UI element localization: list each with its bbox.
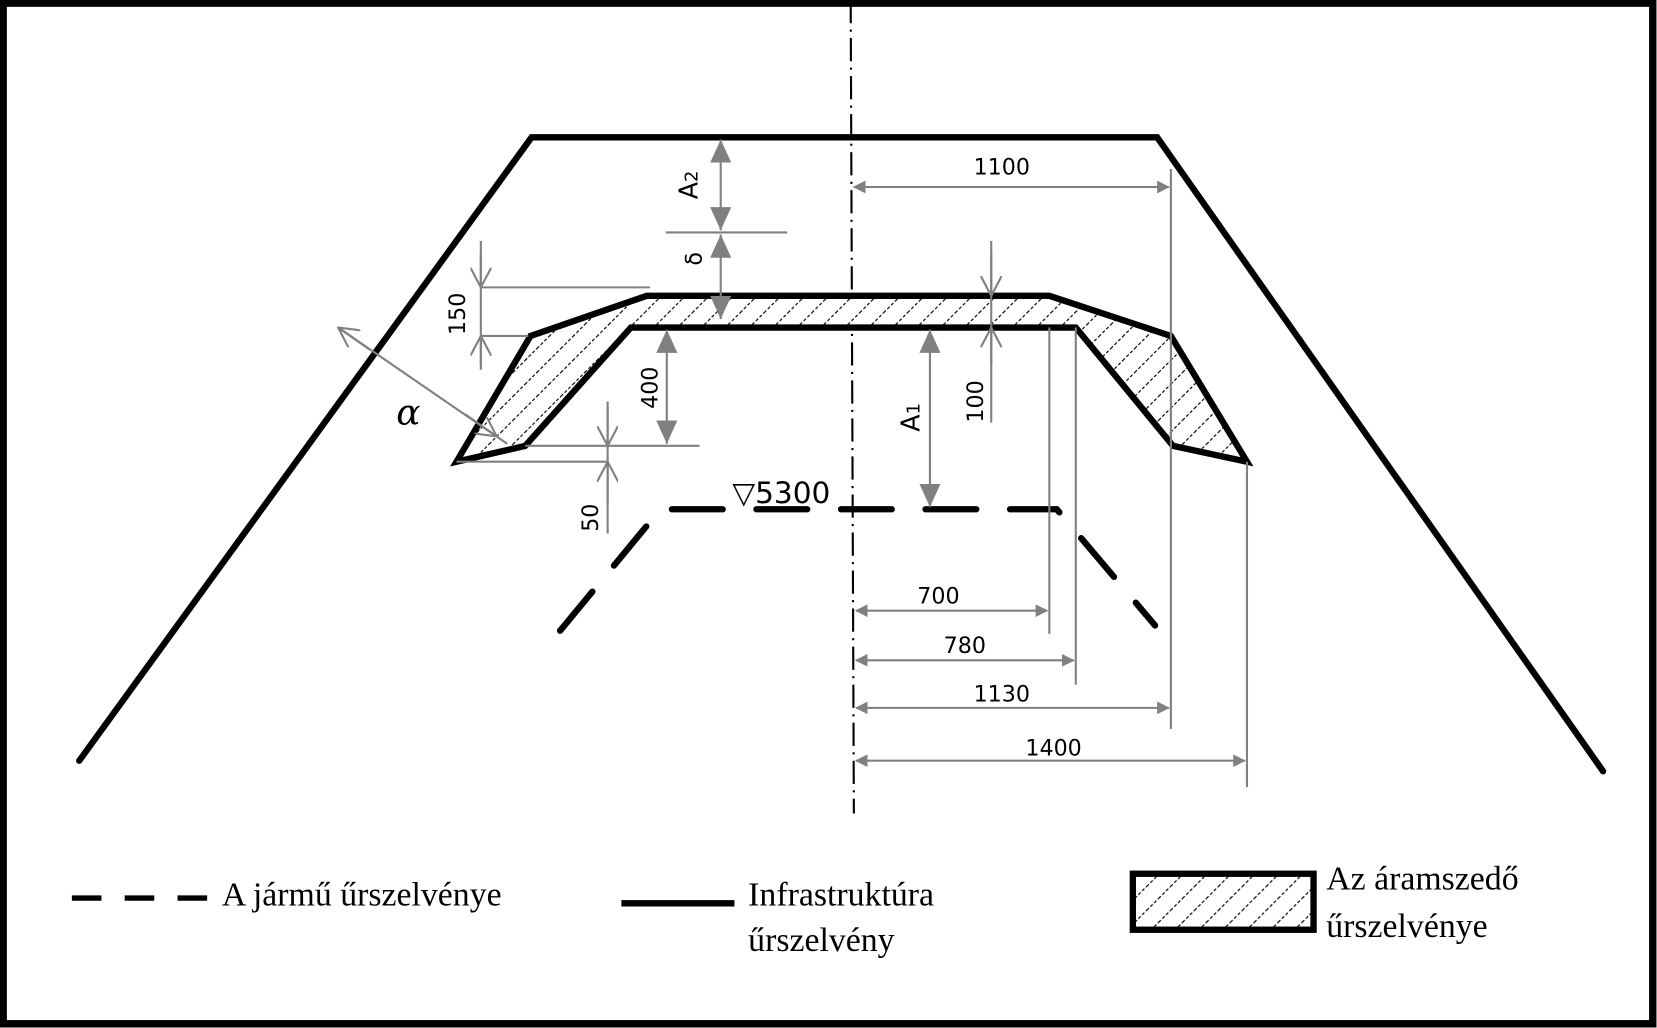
dim-150: 150 [445,293,471,335]
dim-780: 780 [944,633,986,659]
elevation-5300: ▽5300 [732,476,830,510]
legend-pantograph-swatch [1129,870,1317,933]
dimension-lines [338,139,1249,788]
center-axis-line [849,0,855,814]
legend: A jármű űrszelvénye Infrastruktúra űrsze… [71,861,1519,959]
dim-1400: 1400 [1025,735,1081,761]
legend-infrastructure-label-2: űrszelvény [748,922,895,959]
label-a1: A1 [895,403,925,432]
vehicle-gauge-outline [556,506,1159,634]
dim-400: 400 [637,367,663,409]
legend-vehicle-label: A jármű űrszelvénye [222,876,502,913]
dim-700: 700 [917,583,959,609]
label-alpha: α [396,393,420,434]
infrastructure-gauge-outline [76,134,1607,775]
label-a2: A2 [673,171,703,200]
legend-pantograph-label-2: űrszelvénye [1326,908,1487,945]
dim-50: 50 [578,504,604,532]
dim-100: 100 [963,380,989,422]
dim-1100: 1100 [974,154,1030,180]
legend-pantograph-label-1: Az áramszedő [1326,861,1518,898]
label-delta: δ [682,252,708,266]
dim-1130: 1130 [974,682,1030,708]
legend-infrastructure-label-1: Infrastruktúra [748,876,934,913]
